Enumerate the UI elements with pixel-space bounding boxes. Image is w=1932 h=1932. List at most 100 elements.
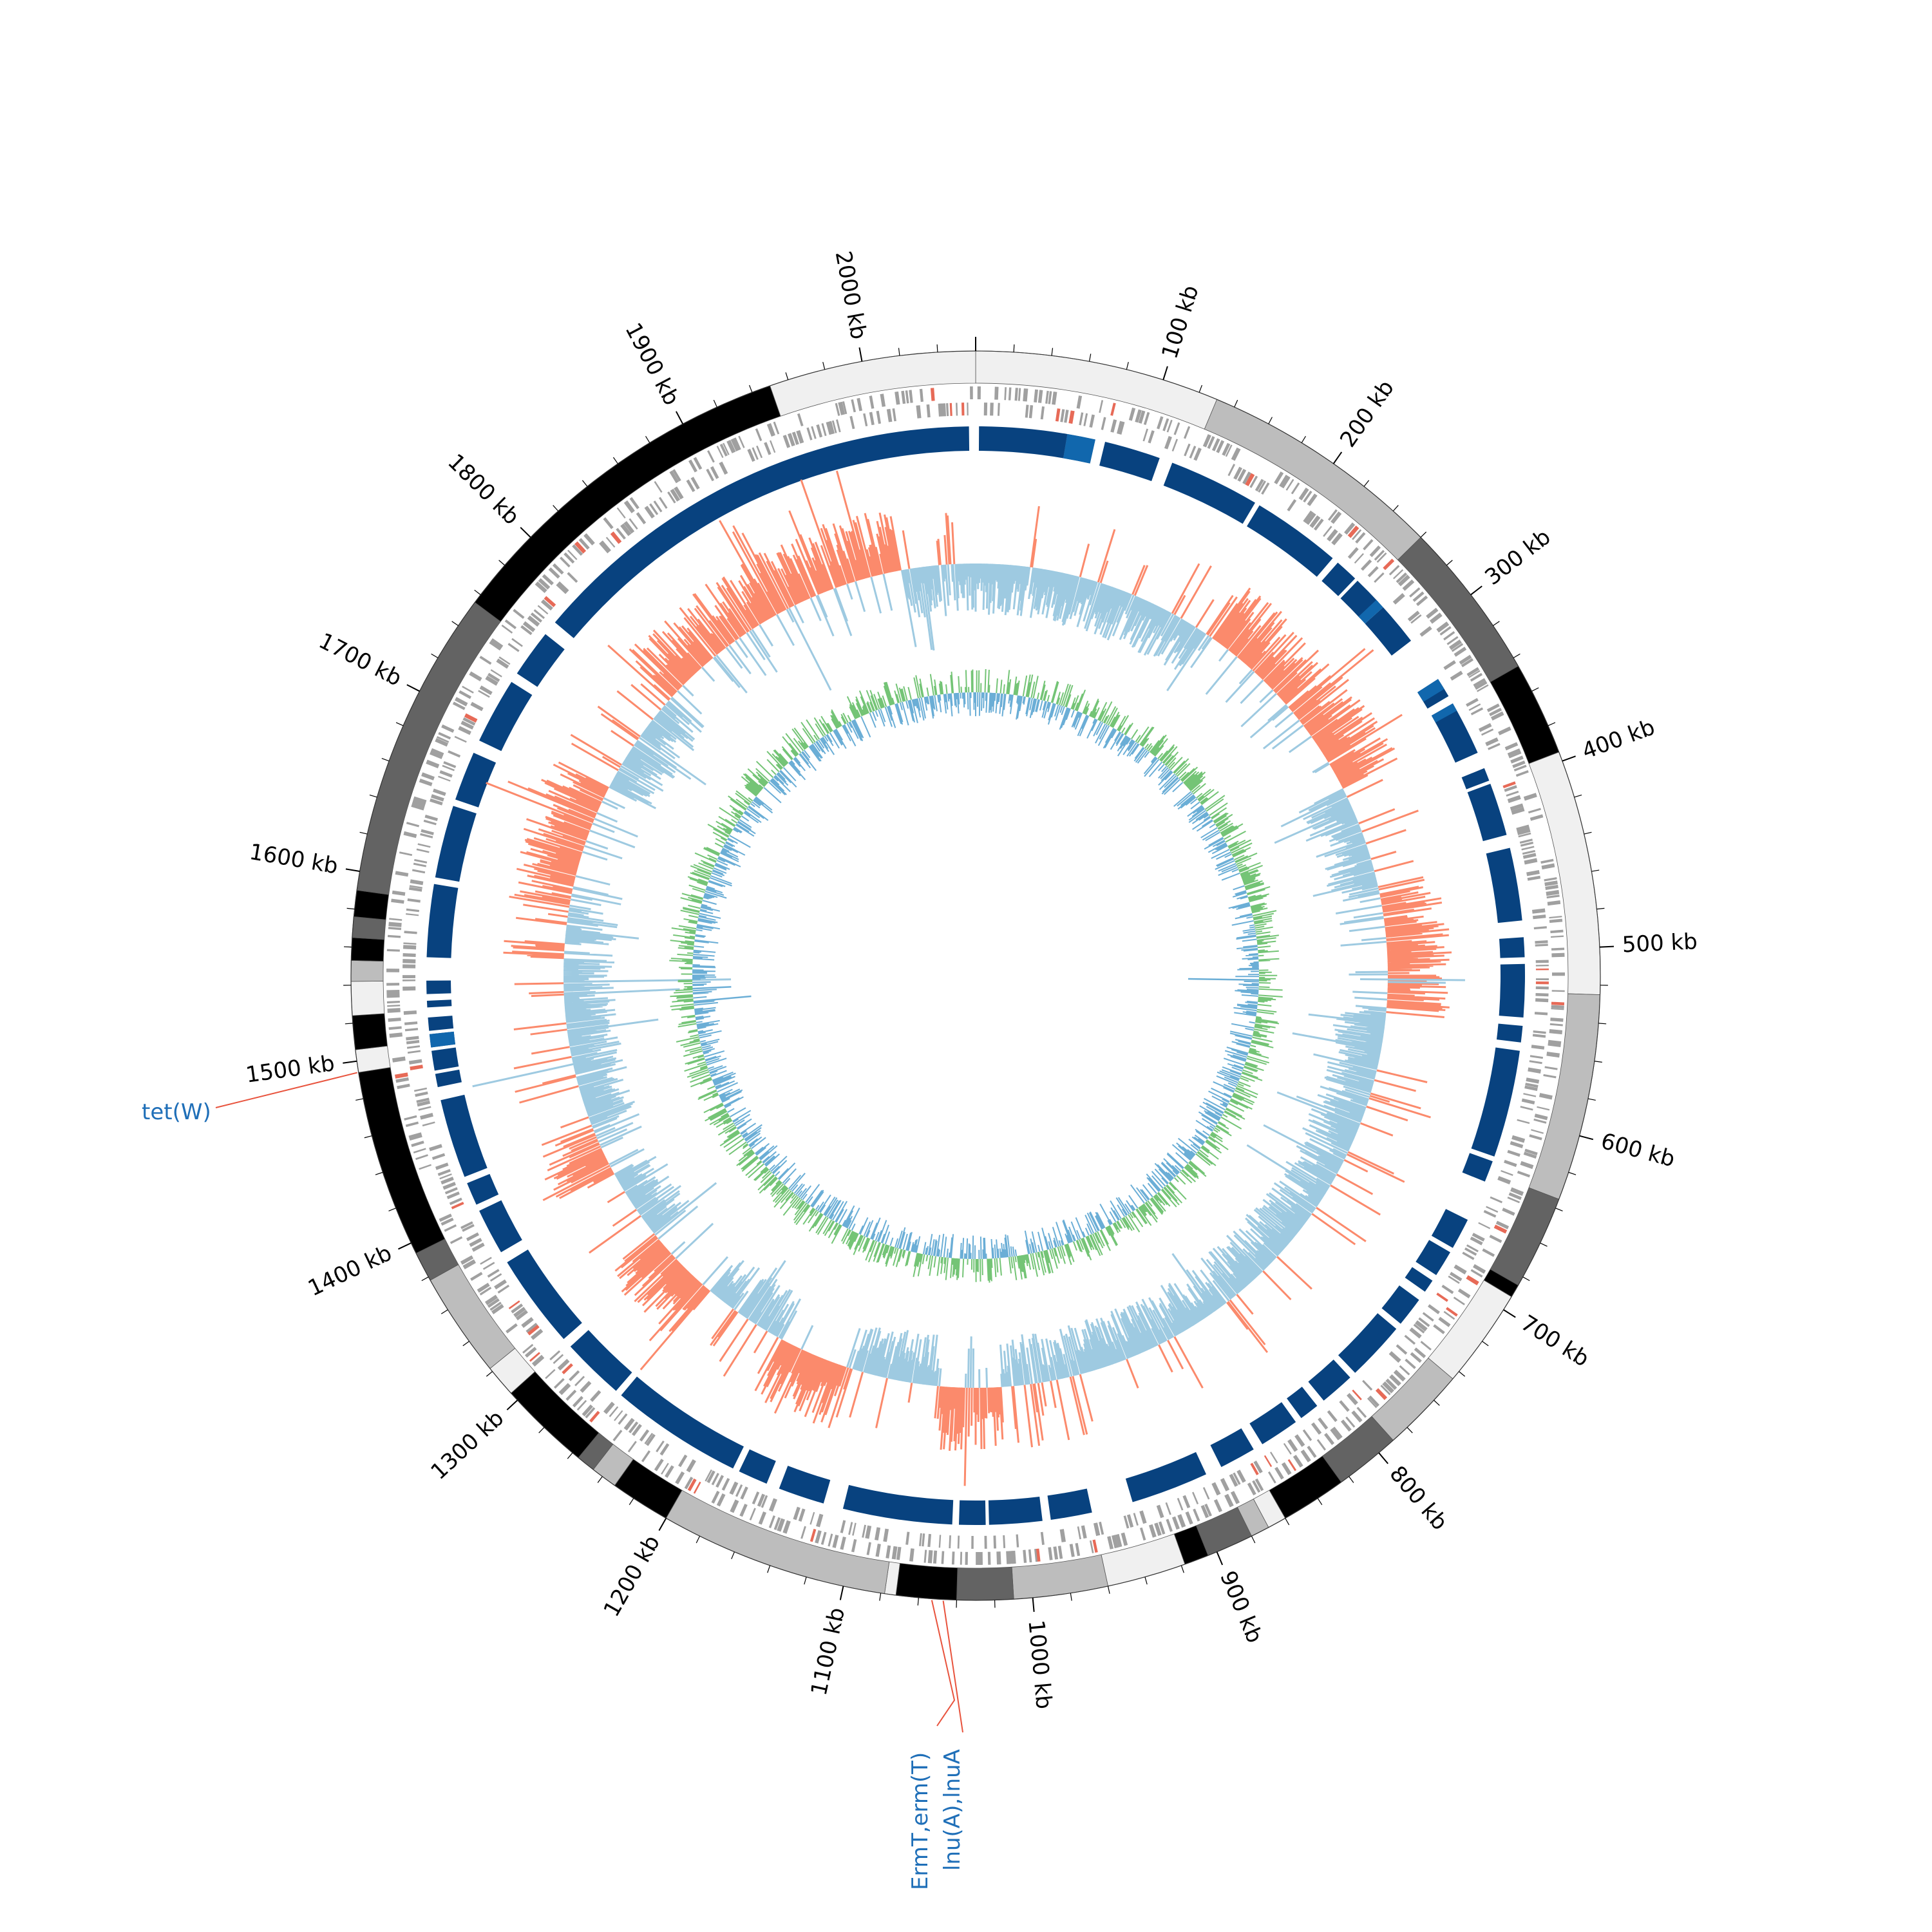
cds-feature — [883, 1528, 889, 1542]
cds-feature — [1220, 1478, 1230, 1492]
cds-feature — [1344, 522, 1356, 535]
cds-feature — [1117, 421, 1123, 435]
cds-feature — [1529, 1134, 1542, 1141]
cds-feature — [919, 1533, 922, 1546]
cds-feature — [567, 549, 578, 560]
cds-feature — [1535, 968, 1549, 971]
cds-feature — [1419, 626, 1432, 637]
cds-feature — [409, 887, 422, 892]
cds-feature — [423, 819, 437, 826]
minor-tick — [767, 1565, 771, 1573]
cds-feature — [1189, 446, 1197, 459]
cds-feature — [623, 500, 635, 513]
cds-feature — [1355, 532, 1366, 544]
cds-feature — [1177, 1497, 1184, 1511]
cds-feature — [413, 862, 427, 867]
cds-feature — [388, 922, 402, 927]
cds-feature — [402, 959, 416, 963]
cds-feature — [645, 1434, 656, 1446]
cds-feature — [1123, 1515, 1130, 1529]
minor-tick — [440, 1309, 448, 1314]
minor-tick — [1392, 505, 1399, 511]
cds-feature — [1507, 748, 1521, 757]
minor-tick — [1198, 384, 1203, 393]
homology-block — [621, 1376, 744, 1469]
minor-tick — [1251, 1535, 1256, 1544]
cds-feature — [431, 1153, 446, 1160]
cds-feature — [487, 1269, 500, 1278]
cds-feature — [1077, 1526, 1081, 1540]
homology-block — [1125, 1452, 1207, 1502]
cds-feature — [1512, 760, 1526, 768]
cds-feature — [1464, 1247, 1477, 1256]
minor-tick — [498, 560, 506, 566]
cds-feature — [388, 1018, 401, 1022]
minor-tick — [696, 1535, 701, 1544]
cds-feature — [506, 1323, 518, 1334]
cds-feature — [404, 931, 417, 934]
cds-feature — [1448, 1275, 1460, 1284]
cds-feature — [1121, 1532, 1128, 1546]
cds-feature — [527, 1324, 540, 1336]
cds-feature — [413, 1148, 426, 1153]
cds-feature — [782, 1520, 791, 1534]
cds-feature — [511, 1303, 524, 1314]
cds-feature — [441, 724, 455, 733]
cds-feature — [675, 1471, 685, 1484]
minor-tick — [1088, 354, 1092, 362]
cds-feature — [1517, 828, 1531, 835]
cds-feature — [967, 402, 969, 416]
cds-feature — [644, 506, 655, 519]
cds-feature — [1502, 1208, 1515, 1216]
major-tick — [398, 1242, 412, 1250]
cds-feature — [842, 401, 848, 415]
cds-feature — [1222, 442, 1231, 456]
cds-feature — [951, 1551, 955, 1565]
cds-feature — [1535, 940, 1548, 944]
cds-feature — [1410, 1352, 1422, 1363]
cds-feature — [1309, 515, 1321, 529]
cds-feature — [723, 442, 730, 455]
cds-feature — [389, 918, 402, 921]
cds-feature — [1402, 579, 1415, 591]
minor-tick — [1513, 653, 1520, 659]
cds-feature — [983, 402, 988, 416]
contig-segment — [352, 916, 386, 940]
cds-feature — [1550, 935, 1564, 938]
cds-feature — [1162, 418, 1170, 431]
cds-feature — [1352, 1389, 1362, 1401]
cds-feature — [1535, 978, 1549, 981]
minor-tick — [582, 480, 588, 487]
cds-feature — [470, 1272, 483, 1282]
cds-feature — [1516, 824, 1530, 832]
cds-feature — [1307, 493, 1318, 506]
gc-content-high — [486, 470, 1452, 1486]
cds-feature — [402, 986, 416, 991]
cds-feature — [1519, 838, 1533, 844]
cds-feature — [1530, 1055, 1544, 1059]
cds-feature — [1470, 707, 1484, 715]
cds-feature — [406, 908, 420, 913]
cds-feature — [395, 871, 409, 877]
cds-feature — [1351, 1410, 1363, 1423]
cds-feature — [392, 890, 406, 896]
homology-block — [978, 426, 1068, 459]
cds-feature — [916, 405, 922, 419]
cds-feature — [603, 517, 614, 529]
cds-feature — [567, 572, 578, 583]
cds-feature — [1518, 832, 1531, 838]
cds-feature — [1023, 1549, 1027, 1563]
cds-feature — [585, 1407, 596, 1419]
cds-feature — [1486, 1206, 1499, 1213]
cds-feature — [895, 391, 900, 405]
cds-feature — [542, 574, 554, 585]
cds-feature — [977, 386, 981, 400]
minor-tick — [1459, 1371, 1466, 1377]
major-tick — [1378, 1452, 1388, 1464]
cds-feature — [439, 1173, 452, 1180]
cds-feature — [851, 1539, 857, 1553]
cds-feature — [436, 736, 450, 743]
cds-feature — [565, 1389, 577, 1401]
cds-feature — [1383, 558, 1395, 571]
major-tick — [1032, 1597, 1035, 1612]
